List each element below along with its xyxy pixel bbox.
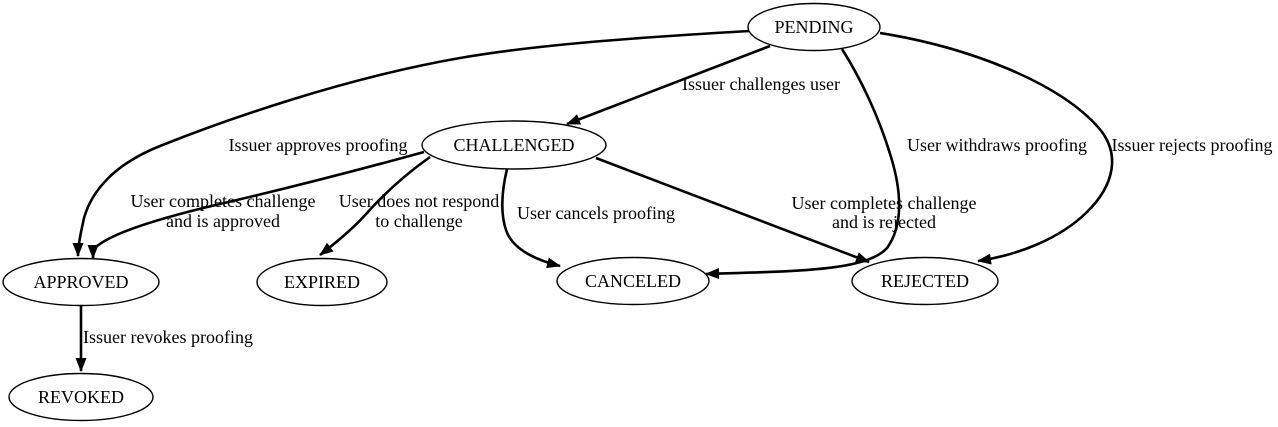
edge-label-issuer-challenges-user: Issuer challenges user [682, 74, 840, 94]
edge-label-issuer-rejects-proofing: Issuer rejects proofing [1112, 135, 1273, 155]
edge-label-does-not-respond-line2: to challenge [375, 211, 462, 231]
node-rejected-label: REJECTED [881, 271, 969, 291]
edge-label-user-withdraws-proofing: User withdraws proofing [907, 135, 1087, 155]
edge-labels-layer: Issuer challenges user Issuer approves p… [83, 74, 1272, 347]
edge-label-completes-rejected-line2: and is rejected [832, 212, 936, 232]
edge-challenged-expired [319, 155, 431, 257]
edge-label-user-cancels-proofing: User cancels proofing [517, 203, 675, 223]
node-challenged-shape [421, 120, 607, 170]
edge-label-completes-approved-line2: and is approved [166, 211, 280, 231]
node-challenged: CHALLENGED [421, 120, 607, 170]
node-pending-shape [747, 2, 881, 52]
edges-layer [72, 29, 1114, 372]
node-approved: APPROVED [2, 257, 160, 307]
node-rejected-shape [851, 256, 999, 306]
node-pending-label: PENDING [775, 17, 854, 37]
edge-pending-approved [72, 29, 750, 257]
node-approved-label: APPROVED [33, 272, 128, 292]
node-revoked-shape [8, 372, 154, 422]
node-approved-shape [2, 257, 160, 307]
edge-pending-challenged [566, 44, 771, 126]
edge-label-issuer-revokes-proofing: Issuer revokes proofing [83, 327, 253, 347]
node-rejected: REJECTED [851, 256, 999, 306]
node-revoked-label: REVOKED [38, 387, 124, 407]
node-canceled: CANCELED [556, 256, 710, 306]
node-challenged-label: CHALLENGED [454, 135, 575, 155]
node-pending: PENDING [747, 2, 881, 52]
edge-challenged-rejected [595, 156, 870, 264]
edge-label-completes-rejected-line1: User completes challenge [792, 193, 977, 213]
node-expired-shape [256, 257, 388, 307]
node-canceled-label: CANCELED [585, 271, 681, 291]
edge-label-completes-approved-line1: User completes challenge [131, 191, 316, 211]
edge-challenged-canceled [501, 168, 561, 269]
nodes-layer: PENDING CHALLENGED APPROVED EXPIRED CANC… [2, 2, 999, 422]
edge-label-issuer-approves-proofing: Issuer approves proofing [229, 135, 408, 155]
edge-pending-rejected [879, 31, 1114, 265]
node-expired: EXPIRED [256, 257, 388, 307]
node-expired-label: EXPIRED [284, 272, 360, 292]
edge-pending-canceled [705, 48, 901, 280]
node-revoked: REVOKED [8, 372, 154, 422]
edge-label-does-not-respond-line1: User does not respond [339, 191, 499, 211]
edge-challenged-approved [87, 150, 425, 259]
node-canceled-shape [556, 256, 710, 306]
